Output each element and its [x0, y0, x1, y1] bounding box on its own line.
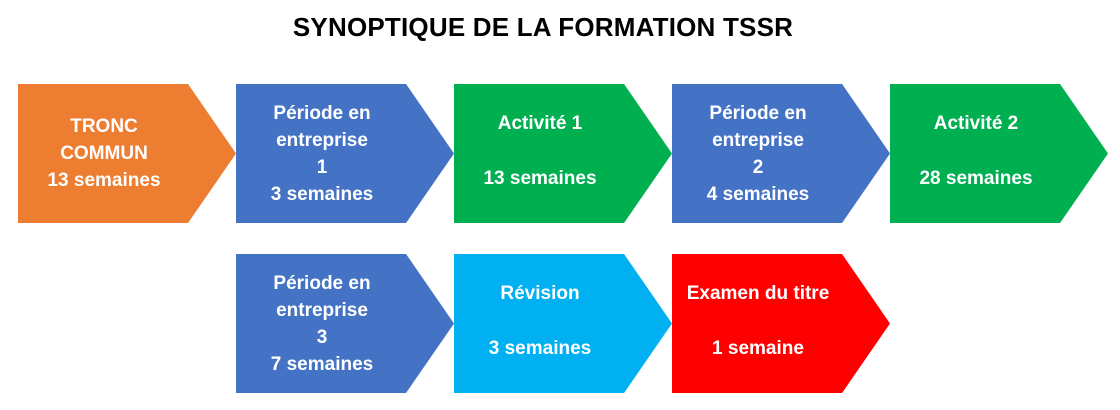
step-label: Examen du titre 1 semaine	[672, 254, 844, 393]
step-label: Révision 3 semaines	[454, 254, 626, 393]
step-periode-entreprise-2: Période en entreprise 2 4 semaines	[672, 84, 890, 223]
step-line: Période en	[273, 102, 371, 124]
step-heading: Activité 2	[933, 113, 1019, 134]
step-tronc-commun: TRONC COMMUN 13 semaines	[18, 84, 236, 223]
step-line: 2	[752, 156, 764, 178]
step-line: 1	[316, 156, 328, 178]
step-activite-1: Activité 1 13 semaines	[454, 84, 672, 223]
step-label: TRONC COMMUN 13 semaines	[18, 84, 190, 223]
step-line: 3	[316, 326, 328, 348]
step-line: TRONC	[70, 116, 138, 137]
step-line: entreprise	[276, 129, 368, 151]
step-line: 3 semaines	[270, 183, 374, 205]
step-heading: Activité 1	[497, 113, 583, 134]
step-line: Période en	[273, 272, 371, 294]
step-line: Période en	[709, 102, 807, 124]
step-duration: 28 semaines	[919, 168, 1033, 189]
step-label: Période en entreprise 3 7 semaines	[236, 254, 408, 393]
step-periode-entreprise-1: Période en entreprise 1 3 semaines	[236, 84, 454, 223]
step-heading: Examen du titre	[686, 283, 830, 304]
diagram-title: SYNOPTIQUE DE LA FORMATION TSSR	[292, 12, 794, 42]
step-label: Période en entreprise 1 3 semaines	[236, 84, 408, 223]
step-revision: Révision 3 semaines	[454, 254, 672, 393]
step-line: entreprise	[712, 129, 804, 151]
step-label: Activité 2 28 semaines	[890, 84, 1062, 223]
step-examen-du-titre: Examen du titre 1 semaine	[672, 254, 890, 393]
step-label: Activité 1 13 semaines	[454, 84, 626, 223]
step-duration: 3 semaines	[488, 338, 592, 359]
step-activite-2: Activité 2 28 semaines	[890, 84, 1108, 223]
step-label: Période en entreprise 2 4 semaines	[672, 84, 844, 223]
step-line: 4 semaines	[706, 183, 810, 205]
step-line: COMMUN	[60, 143, 148, 164]
step-line: 7 semaines	[270, 353, 374, 375]
step-heading: Révision	[500, 283, 580, 304]
step-periode-entreprise-3: Période en entreprise 3 7 semaines	[236, 254, 454, 393]
step-line: 13 semaines	[47, 170, 161, 191]
step-duration: 13 semaines	[483, 168, 597, 189]
step-line: entreprise	[276, 299, 368, 321]
step-duration: 1 semaine	[712, 338, 804, 359]
